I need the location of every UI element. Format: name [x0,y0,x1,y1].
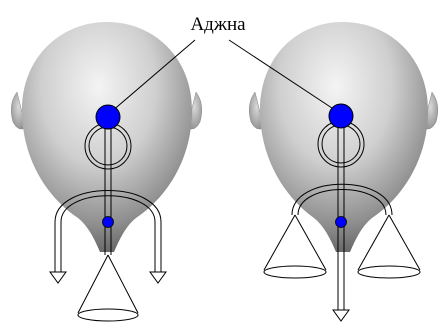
right-stem-arrow [333,310,349,321]
right-lower-point [336,217,347,228]
left-upper-point [96,105,120,129]
right-left-cone-side-a [264,215,295,270]
right-upper-point [329,104,353,128]
left-arch-arrow-right [150,272,166,283]
left-cone-side-b [108,255,138,313]
right-right-cone-base [358,266,420,278]
left-arch-arrow-left [50,272,66,283]
left-cone-base [78,309,138,321]
right-right-cone-side-b [389,215,420,270]
right-left-cone-base [264,266,326,278]
left-lower-point [103,217,114,228]
left-cone-side-a [78,255,108,313]
ajna-label: Аджна [190,14,246,35]
